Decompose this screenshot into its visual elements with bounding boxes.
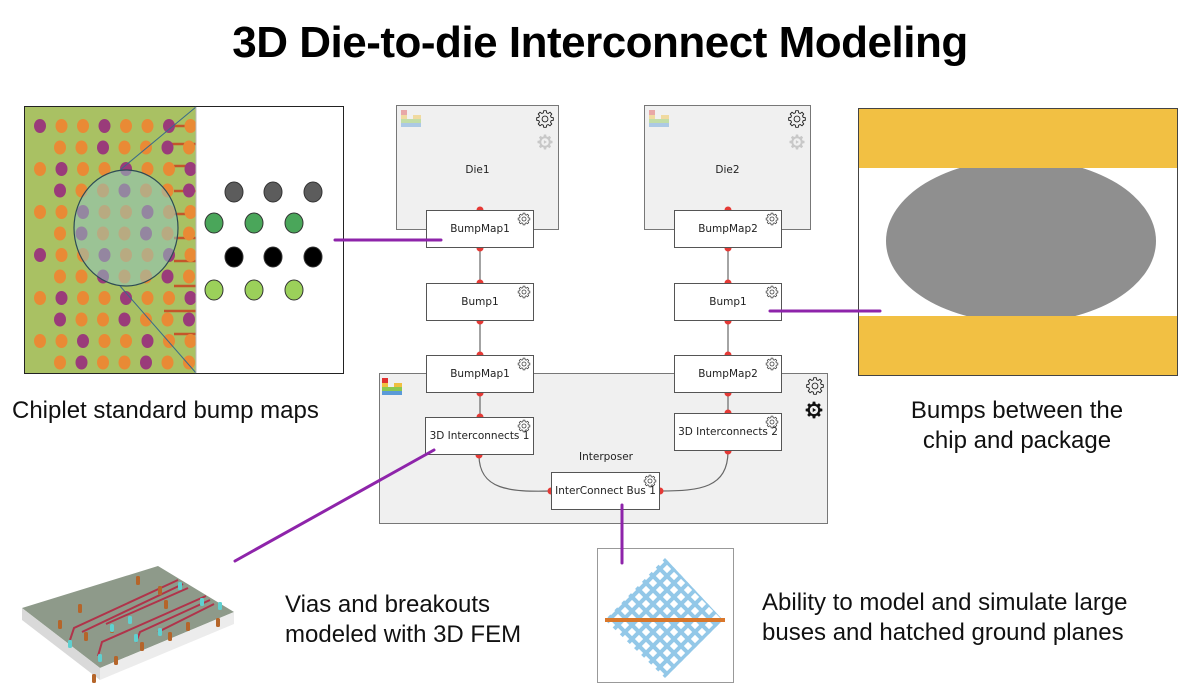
stacked-blocks-icon <box>649 110 671 130</box>
bus-node[interactable]: InterConnect Bus 1 <box>551 472 660 510</box>
gear-icon <box>765 415 779 429</box>
caption-bumps-line2: chip and package <box>922 427 1112 454</box>
interposer-label: Interposer <box>579 451 633 463</box>
hatched-plane-image <box>597 548 734 683</box>
die2-label: Die2 <box>715 164 740 176</box>
caption-buses-line1: Ability to model and simulate large <box>762 589 1128 616</box>
gear-icon <box>765 357 779 371</box>
caption-vias-line2: modeled with 3D FEM <box>285 621 522 648</box>
node-label: BumpMap2 <box>698 223 758 235</box>
node-label: InterConnect Bus 1 <box>555 485 656 497</box>
node-label: Bump1 <box>709 296 747 308</box>
stacked-blocks-icon <box>401 110 423 130</box>
gear-icon <box>517 419 531 433</box>
die1-run-icon[interactable] <box>536 133 554 151</box>
die1-bumpmap-node[interactable]: BumpMap1 <box>426 210 534 248</box>
gear-icon <box>517 212 531 226</box>
bump-cross-section-image <box>858 108 1178 376</box>
right-bump-node[interactable]: Bump1 <box>674 283 782 321</box>
page-title: 3D Die-to-die Interconnect Modeling <box>232 18 968 67</box>
node-label: 3D Interconnects 1 <box>429 430 530 442</box>
interconnects-left-node[interactable]: 3D Interconnects 1 <box>425 417 534 455</box>
gear-icon <box>643 474 657 488</box>
caption-buses: Ability to model and simulate large buse… <box>762 588 1128 648</box>
vias-3d-image <box>18 548 238 688</box>
interposer-run-icon[interactable] <box>804 400 824 420</box>
node-label: Bump1 <box>461 296 499 308</box>
gear-icon <box>517 357 531 371</box>
caption-bumps-line1: Bumps between the <box>910 397 1124 424</box>
node-label: BumpMap2 <box>698 368 758 380</box>
bump-map-image <box>24 106 344 374</box>
die1-label: Die1 <box>465 164 490 176</box>
node-label: BumpMap1 <box>450 223 510 235</box>
caption-vias: Vias and breakouts modeled with 3D FEM <box>285 590 521 650</box>
die2-gear-icon[interactable] <box>787 109 807 129</box>
die2-bumpmap-node[interactable]: BumpMap2 <box>674 210 782 248</box>
stacked-blocks-icon <box>382 378 404 398</box>
gear-icon <box>765 212 779 226</box>
caption-bumps: Bumps between the chip and package <box>862 396 1172 456</box>
node-label: 3D Interconnects 2 <box>678 426 778 438</box>
die1-gear-icon[interactable] <box>535 109 555 129</box>
gear-icon <box>517 285 531 299</box>
interposer-gear-icon[interactable] <box>805 376 825 396</box>
left-bump-node[interactable]: Bump1 <box>426 283 534 321</box>
node-label: BumpMap1 <box>450 368 510 380</box>
die2-run-icon[interactable] <box>788 133 806 151</box>
interposer-bumpmap-right-node[interactable]: BumpMap2 <box>674 355 782 393</box>
caption-vias-line1: Vias and breakouts <box>285 591 491 618</box>
gear-icon <box>765 285 779 299</box>
interposer-bumpmap-left-node[interactable]: BumpMap1 <box>426 355 534 393</box>
interconnects-right-node[interactable]: 3D Interconnects 2 <box>674 413 782 451</box>
caption-bump-maps: Chiplet standard bump maps <box>12 397 319 424</box>
caption-buses-line2: buses and hatched ground planes <box>762 619 1124 646</box>
